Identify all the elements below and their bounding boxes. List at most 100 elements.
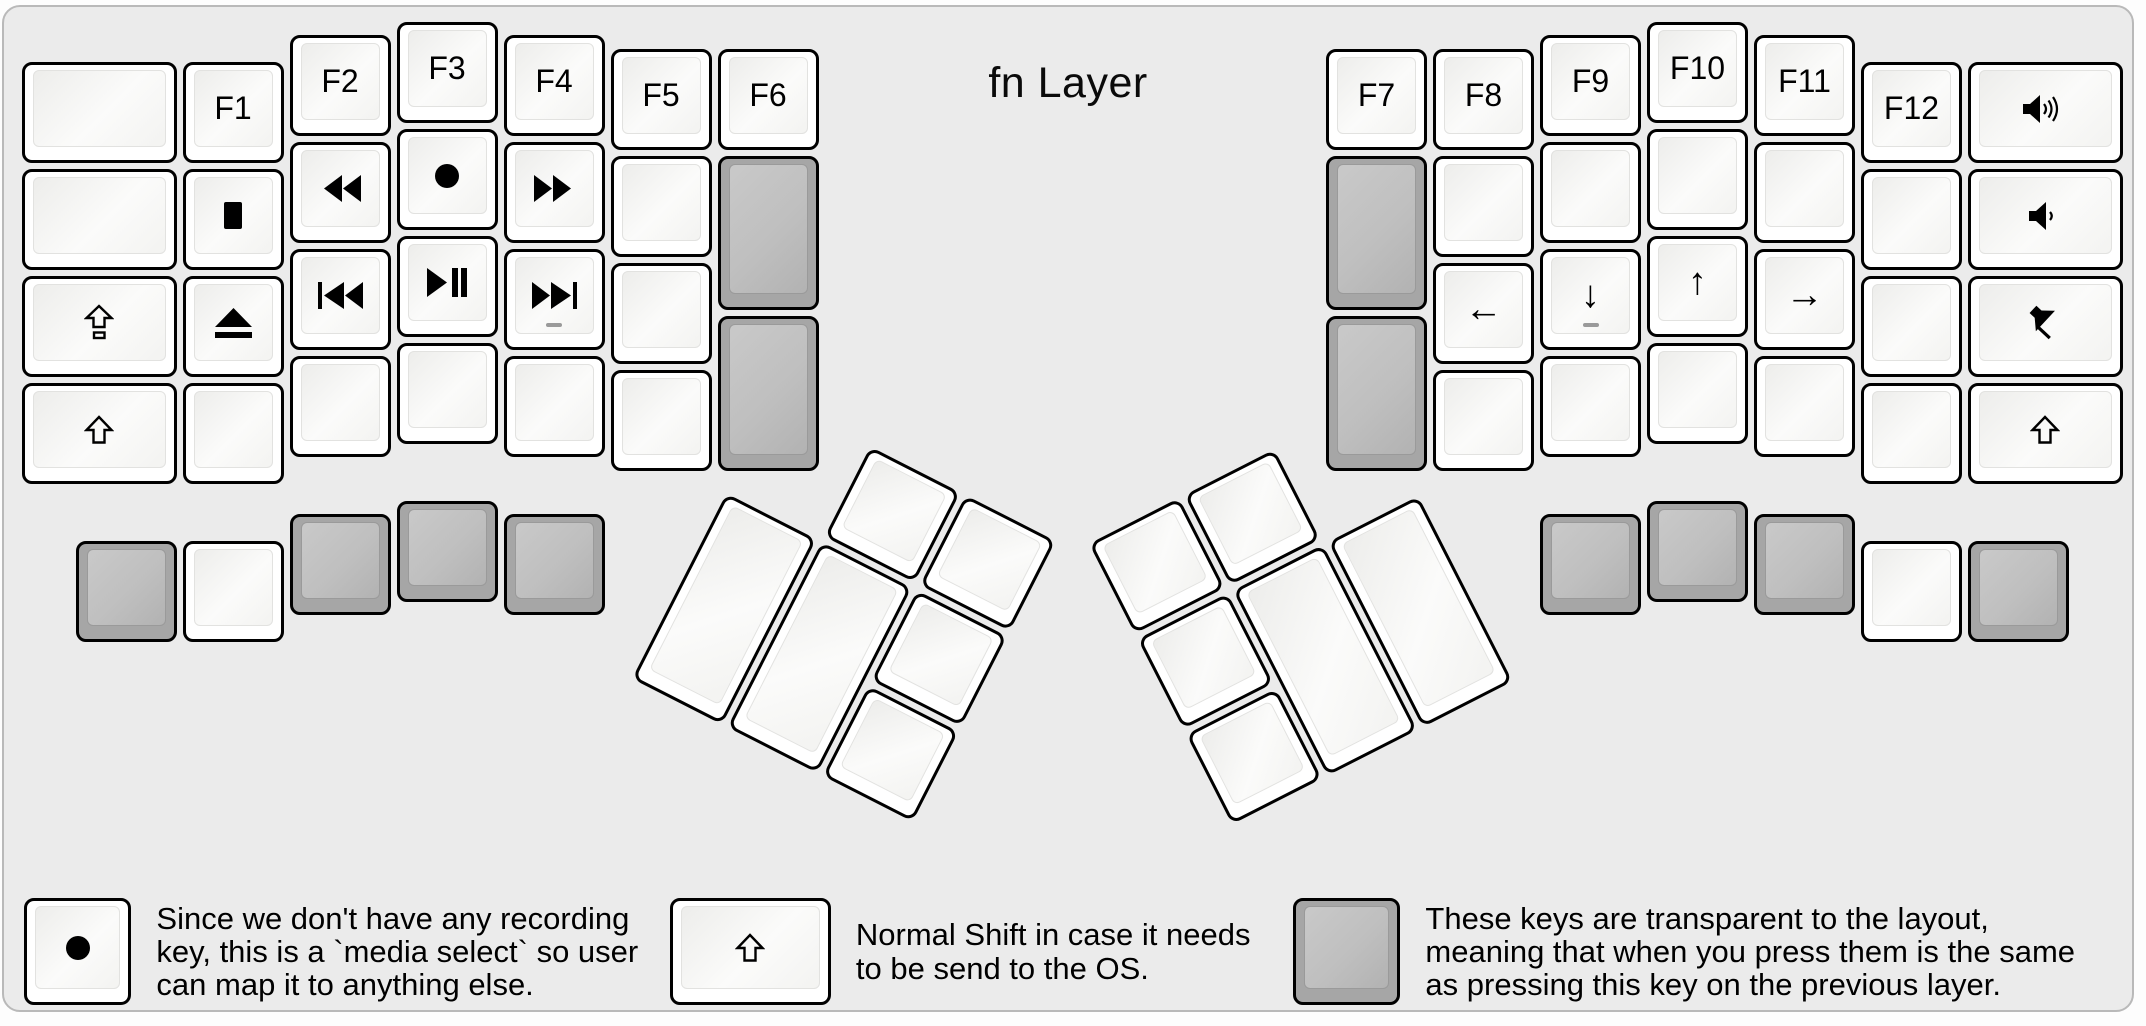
key-label: F10 xyxy=(1669,50,1726,86)
key-blank xyxy=(289,356,391,458)
keycap-top: F6 xyxy=(728,56,808,134)
legend-text: These keys are transparent to the layout… xyxy=(1425,900,2076,1003)
key-f2: F2 xyxy=(289,35,391,137)
keycap-top xyxy=(1658,351,1737,428)
homing-bar xyxy=(1582,323,1599,328)
key-label: F9 xyxy=(1571,63,1610,100)
key-label: F2 xyxy=(321,63,359,100)
keycap-top: → xyxy=(1765,257,1844,335)
key-blank xyxy=(1754,142,1855,244)
eject-icon xyxy=(214,307,252,338)
keycap-top xyxy=(621,163,701,241)
key-transparent xyxy=(503,514,605,616)
stop-icon xyxy=(224,202,242,230)
key-label: F8 xyxy=(1464,76,1503,113)
key-transparent xyxy=(1754,514,1855,616)
key-next-track xyxy=(503,249,605,351)
fast-forward-icon xyxy=(533,175,575,203)
key-label: F1 xyxy=(214,90,252,127)
legend-record-key xyxy=(24,898,132,1006)
key-blank xyxy=(1540,356,1641,458)
shift-icon xyxy=(735,932,766,963)
key-transparent xyxy=(1968,540,2069,642)
key-label: ↑ xyxy=(1688,261,1707,303)
keycap-top xyxy=(1979,391,2112,469)
keycap-top xyxy=(1551,364,1630,442)
keycap-top xyxy=(621,377,701,455)
keycap-top xyxy=(514,364,594,442)
legend-item-transparent-keys: These keys are transparent to the layout… xyxy=(1293,898,2076,1006)
keycap-top xyxy=(1872,548,1951,626)
keycap-top xyxy=(621,270,701,348)
keycap-top xyxy=(33,70,166,148)
keycap-top xyxy=(841,458,947,564)
key-blank xyxy=(182,540,284,642)
key-blank xyxy=(22,169,177,271)
keycap-top: ↓ xyxy=(1551,257,1630,335)
mute-icon xyxy=(2024,304,2066,342)
key-label: F11 xyxy=(1778,63,1831,100)
keycap-top: F11 xyxy=(1765,43,1844,121)
key-volume-down xyxy=(1968,169,2123,271)
record-icon xyxy=(65,935,91,961)
key-blank xyxy=(1540,142,1641,244)
caps-lock-icon xyxy=(84,303,115,342)
legend-item-media-select: Since we don't have any recording key, t… xyxy=(24,898,638,1006)
keycap-top xyxy=(1979,284,2112,362)
key-blank xyxy=(1861,540,1962,642)
key-f12: F12 xyxy=(1861,62,1962,164)
keycap-top xyxy=(407,244,487,321)
keycap-top xyxy=(1979,548,2058,626)
keycap-top xyxy=(1199,700,1305,806)
keycap-top: F12 xyxy=(1872,70,1951,148)
keycap-top xyxy=(1150,605,1257,710)
key-blank xyxy=(1754,356,1855,458)
keycap-top: F9 xyxy=(1551,43,1630,121)
key-blank xyxy=(1433,369,1534,471)
key-label: ← xyxy=(1464,287,1503,330)
key-right-arrow: → xyxy=(1754,249,1855,351)
key-label: F3 xyxy=(428,50,466,86)
keycap-top xyxy=(407,508,487,586)
key-caps-lock xyxy=(22,276,177,378)
legend-item-normal-shift: Normal Shift in case it needs to be send… xyxy=(670,898,1251,1006)
key-left-arrow: ← xyxy=(1433,262,1534,364)
keycap-top xyxy=(514,522,594,600)
keycap-top: F3 xyxy=(407,30,487,107)
key-f3: F3 xyxy=(396,22,498,123)
play-pause-icon xyxy=(427,268,467,297)
key-transparent xyxy=(1647,500,1748,602)
keycap-top xyxy=(514,257,594,335)
key-label: F7 xyxy=(1357,76,1396,113)
key-stop xyxy=(182,169,284,271)
keycap-top xyxy=(936,507,1043,612)
keycap-top xyxy=(1979,177,2112,255)
keycap-top xyxy=(300,150,380,228)
legend-text: Normal Shift in case it needs to be send… xyxy=(855,917,1251,986)
layer-title: fn Layer xyxy=(988,59,1148,107)
key-f6: F6 xyxy=(717,48,819,150)
key-blank xyxy=(182,383,284,485)
key-f10: F10 xyxy=(1647,22,1748,123)
volume-down-icon xyxy=(2029,201,2061,231)
key-shift xyxy=(22,383,177,485)
key-volume-up xyxy=(1968,62,2123,164)
keycap-top xyxy=(1444,163,1523,241)
keycap-top xyxy=(1102,509,1208,615)
keycap-top xyxy=(681,906,820,990)
key-transparent xyxy=(717,316,819,471)
key-blank xyxy=(1861,169,1962,271)
keycap-top: F8 xyxy=(1444,56,1523,134)
key-transparent xyxy=(396,500,498,602)
key-rewind xyxy=(289,142,391,244)
key-f11: F11 xyxy=(1754,35,1855,137)
keycap-top xyxy=(514,150,594,228)
key-f5: F5 xyxy=(610,48,712,150)
keycap-top xyxy=(839,697,946,803)
legend-shift-key xyxy=(670,898,831,1006)
keycap-top xyxy=(1658,137,1737,214)
key-blank xyxy=(1861,276,1962,378)
keycap-top: ↑ xyxy=(1658,244,1737,321)
keycap-top xyxy=(1197,461,1304,566)
